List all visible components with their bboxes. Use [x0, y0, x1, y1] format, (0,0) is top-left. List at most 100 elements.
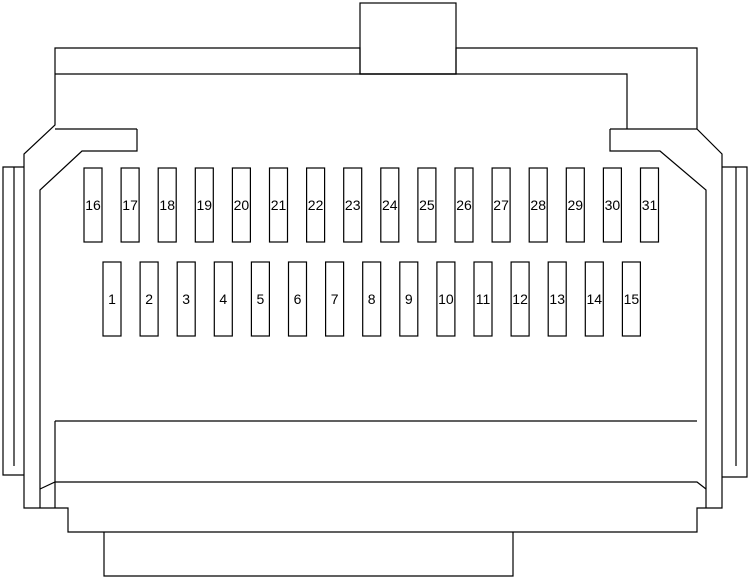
fuse-slot-outline — [343, 167, 363, 243]
fuse-slot-2: 2 — [139, 261, 159, 337]
fuse-slot-1: 1 — [102, 261, 122, 337]
fuse-slot-13: 13 — [547, 261, 567, 337]
fuse-number-label: 26 — [456, 197, 472, 213]
fuse-slot-outline — [231, 167, 251, 243]
fuse-slot-4: 4 — [213, 261, 233, 337]
fuse-slot-10: 10 — [436, 261, 456, 337]
fuse-slot-outline — [83, 167, 103, 243]
fuse-number-label: 30 — [605, 197, 621, 213]
fuse-slot-outline — [399, 261, 419, 337]
fuse-number-label: 19 — [197, 197, 213, 213]
fuse-number-label: 12 — [512, 291, 528, 307]
fuse-number-label: 11 — [476, 291, 491, 307]
fuse-slot-outline — [102, 261, 122, 337]
fuse-slot-11: 11 — [473, 261, 493, 337]
fuse-slot-16: 16 — [83, 167, 103, 243]
fuse-slot-outline — [362, 261, 382, 337]
fuse-number-label: 21 — [271, 197, 287, 213]
fuse-slot-outline — [380, 167, 400, 243]
inner-frame-left — [39, 129, 138, 508]
fuse-row-top: 16 17 18 19 20 21 22 23 24 25 26 27 28 29 30 31 — [83, 167, 660, 243]
fuse-slot-outline — [491, 167, 511, 243]
fuse-number-label: 5 — [257, 291, 265, 307]
fuse-number-label: 14 — [587, 291, 603, 307]
fuse-slot-28: 28 — [528, 167, 548, 243]
fuse-slot-outline — [176, 261, 196, 337]
fuse-slot-outline — [306, 167, 326, 243]
bottom-tab — [103, 532, 514, 577]
fuse-slot-7: 7 — [325, 261, 345, 337]
fuse-number-label: 17 — [122, 197, 138, 213]
fuse-slot-outline — [436, 261, 456, 337]
fuse-number-label: 13 — [549, 291, 565, 307]
fuse-number-label: 25 — [419, 197, 435, 213]
fuse-number-label: 6 — [294, 291, 302, 307]
divider-lower — [39, 481, 707, 490]
fuse-number-label: 18 — [159, 197, 175, 213]
fuse-number-label: 7 — [331, 291, 339, 307]
fuse-number-label: 29 — [568, 197, 584, 213]
fuse-slot-23: 23 — [343, 167, 363, 243]
fuse-slot-3: 3 — [176, 261, 196, 337]
fuse-slot-outline — [287, 261, 308, 337]
fuse-slot-24: 24 — [380, 167, 400, 243]
fuse-slot-17: 17 — [120, 167, 140, 243]
fuse-slot-21: 21 — [268, 167, 289, 243]
fuse-number-label: 4 — [219, 291, 227, 307]
fuse-slot-19: 19 — [194, 167, 214, 243]
fuse-number-label: 23 — [345, 197, 361, 213]
fuse-slot-outline — [584, 261, 604, 337]
fuse-slot-20: 20 — [231, 167, 251, 243]
fuse-slot-12: 12 — [510, 261, 530, 337]
fuse-slot-9: 9 — [399, 261, 419, 337]
fuse-slot-outline — [417, 167, 437, 243]
fuse-slot-outline — [157, 167, 177, 243]
fuse-number-label: 10 — [438, 291, 454, 307]
fuse-number-label: 22 — [308, 197, 324, 213]
fuse-slot-outline — [639, 167, 660, 243]
fuse-slot-15: 15 — [621, 261, 642, 337]
fuse-number-label: 3 — [182, 291, 190, 307]
upper-ledge — [55, 73, 628, 129]
fuse-number-label: 16 — [85, 197, 101, 213]
fuse-number-label: 2 — [145, 291, 153, 307]
fuse-slot-31: 31 — [639, 167, 660, 243]
fuse-slot-outline — [120, 167, 140, 243]
fuse-number-label: 15 — [624, 291, 640, 307]
fuse-slot-outline — [194, 167, 214, 243]
fuse-number-label: 28 — [530, 197, 546, 213]
fuse-slot-18: 18 — [157, 167, 177, 243]
fuse-slot-8: 8 — [362, 261, 382, 337]
fuse-number-label: 9 — [405, 291, 413, 307]
inner-frame-right — [609, 129, 707, 508]
fuse-slot-27: 27 — [491, 167, 511, 243]
fuse-slot-26: 26 — [454, 167, 474, 243]
fuse-slot-6: 6 — [287, 261, 308, 337]
fuse-number-label: 1 — [108, 291, 116, 307]
fuse-number-label: 8 — [368, 291, 376, 307]
fuse-slot-outline — [510, 261, 530, 337]
fuse-slot-outline — [473, 261, 493, 337]
fuse-slot-30: 30 — [602, 167, 623, 243]
fuse-number-label: 31 — [642, 197, 658, 213]
right-clip — [722, 166, 748, 478]
fuse-slot-outline — [565, 167, 585, 243]
fuse-slot-outline — [547, 261, 567, 337]
fuse-number-label: 20 — [234, 197, 250, 213]
fuse-slot-25: 25 — [417, 167, 437, 243]
fuse-number-label: 24 — [382, 197, 398, 213]
fuse-slot-outline — [621, 261, 642, 337]
fuse-slot-14: 14 — [584, 261, 604, 337]
fuse-slot-22: 22 — [306, 167, 326, 243]
fuse-slot-5: 5 — [250, 261, 270, 337]
fuse-slot-29: 29 — [565, 167, 585, 243]
fuse-slot-outline — [213, 261, 233, 337]
fuse-slot-outline — [250, 261, 270, 337]
fuse-number-label: 27 — [493, 197, 509, 213]
fuse-slot-outline — [139, 261, 159, 337]
fuse-slot-outline — [325, 261, 345, 337]
fuse-slot-outline — [268, 167, 289, 243]
fuse-slot-outline — [602, 167, 623, 243]
